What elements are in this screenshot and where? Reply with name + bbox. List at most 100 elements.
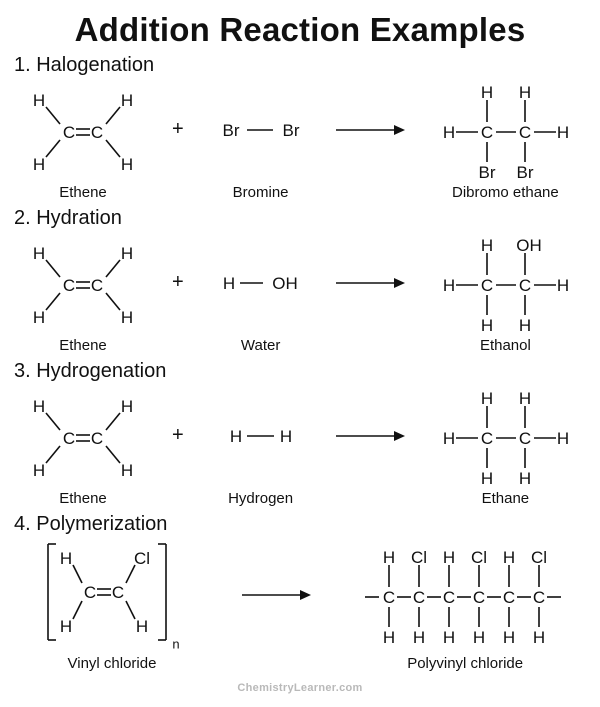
plus-cell: + [156,230,200,356]
atom-H: H [481,236,493,255]
atom-C: C [91,123,103,142]
atom-C: C [112,583,124,602]
bond-line [45,139,61,158]
bond-line [105,412,121,431]
bond-line [72,564,83,583]
atom-H: H [533,628,545,645]
reaction-arrow-icon [336,277,406,288]
atom-Br: Br [517,163,534,180]
atom-C: C [84,583,96,602]
molecule-label: Ethene [59,183,107,201]
atom-H: H [121,397,133,416]
atom-H: H [481,469,493,486]
atom-H: H [519,83,531,102]
plus-sign: + [172,424,184,447]
atom-Br: Br [479,163,496,180]
atom-H: H [33,244,45,263]
atom-H: H [557,123,569,142]
bond-line [72,600,83,619]
molecule-label: Ethene [59,489,107,507]
atom-C: C [383,588,395,607]
atom-C: C [63,429,75,448]
atom-H: H [229,427,241,446]
bond-line [45,259,61,278]
atom-H: H [60,617,72,636]
atom-C: C [473,588,485,607]
bond-line [105,292,121,311]
section-heading: 4. Polymerization [14,512,168,535]
atom-H: H [121,308,133,327]
atom-OH: OH [272,274,298,293]
bond-line [45,412,61,431]
atom-H: H [443,628,455,645]
plus-cell: + [156,383,200,509]
atom-H: H [443,429,455,448]
atom-Br: Br [222,121,239,140]
atom-C: C [503,588,515,607]
reaction-arrow-icon [242,589,312,600]
atom-H: H [121,91,133,110]
atom-H: H [33,397,45,416]
bond-line [45,106,61,125]
molecule-label: Bromine [232,183,289,201]
atom-C: C [519,123,531,142]
atom-OH: OH [517,236,543,255]
atom-H: H [136,617,148,636]
atom-H: H [481,83,493,102]
atom-H: H [473,628,485,645]
arrow-cell [321,383,418,509]
atom-C: C [533,588,545,607]
atom-C: C [481,276,493,295]
arrow-cell [321,77,418,203]
bond-line [105,106,121,125]
atom-H: H [557,276,569,295]
atom-H: H [121,461,133,480]
atom-H: H [33,91,45,110]
atom-H: H [33,461,45,480]
molecule-label: Ethane [481,489,530,507]
atom-H: H [443,123,455,142]
section-heading: 3. Hydrogenation [14,359,167,382]
section-heading: 1. Halogenation [14,53,155,76]
atom-Cl: Cl [531,548,547,567]
atom-H: H [222,274,234,293]
atom-H: H [383,628,395,645]
bond-line [105,445,121,464]
atom-C: C [413,588,425,607]
atom-H: H [121,244,133,263]
atom-H: H [33,308,45,327]
plus-cell: + [156,77,200,203]
molecule-label: Dibromo ethane [452,183,559,201]
atom-C: C [481,429,493,448]
atom-H: H [519,389,531,408]
atom-n: n [172,636,179,651]
bond-line [125,600,136,619]
molecule-label: Polyvinyl chloride [407,654,524,672]
molecule-label: Hydrogen [228,489,294,507]
arrow-cell [321,230,418,356]
atom-C: C [63,123,75,142]
molecule-water: H OH [200,230,322,336]
molecule-label: Vinyl chloride [67,654,157,672]
